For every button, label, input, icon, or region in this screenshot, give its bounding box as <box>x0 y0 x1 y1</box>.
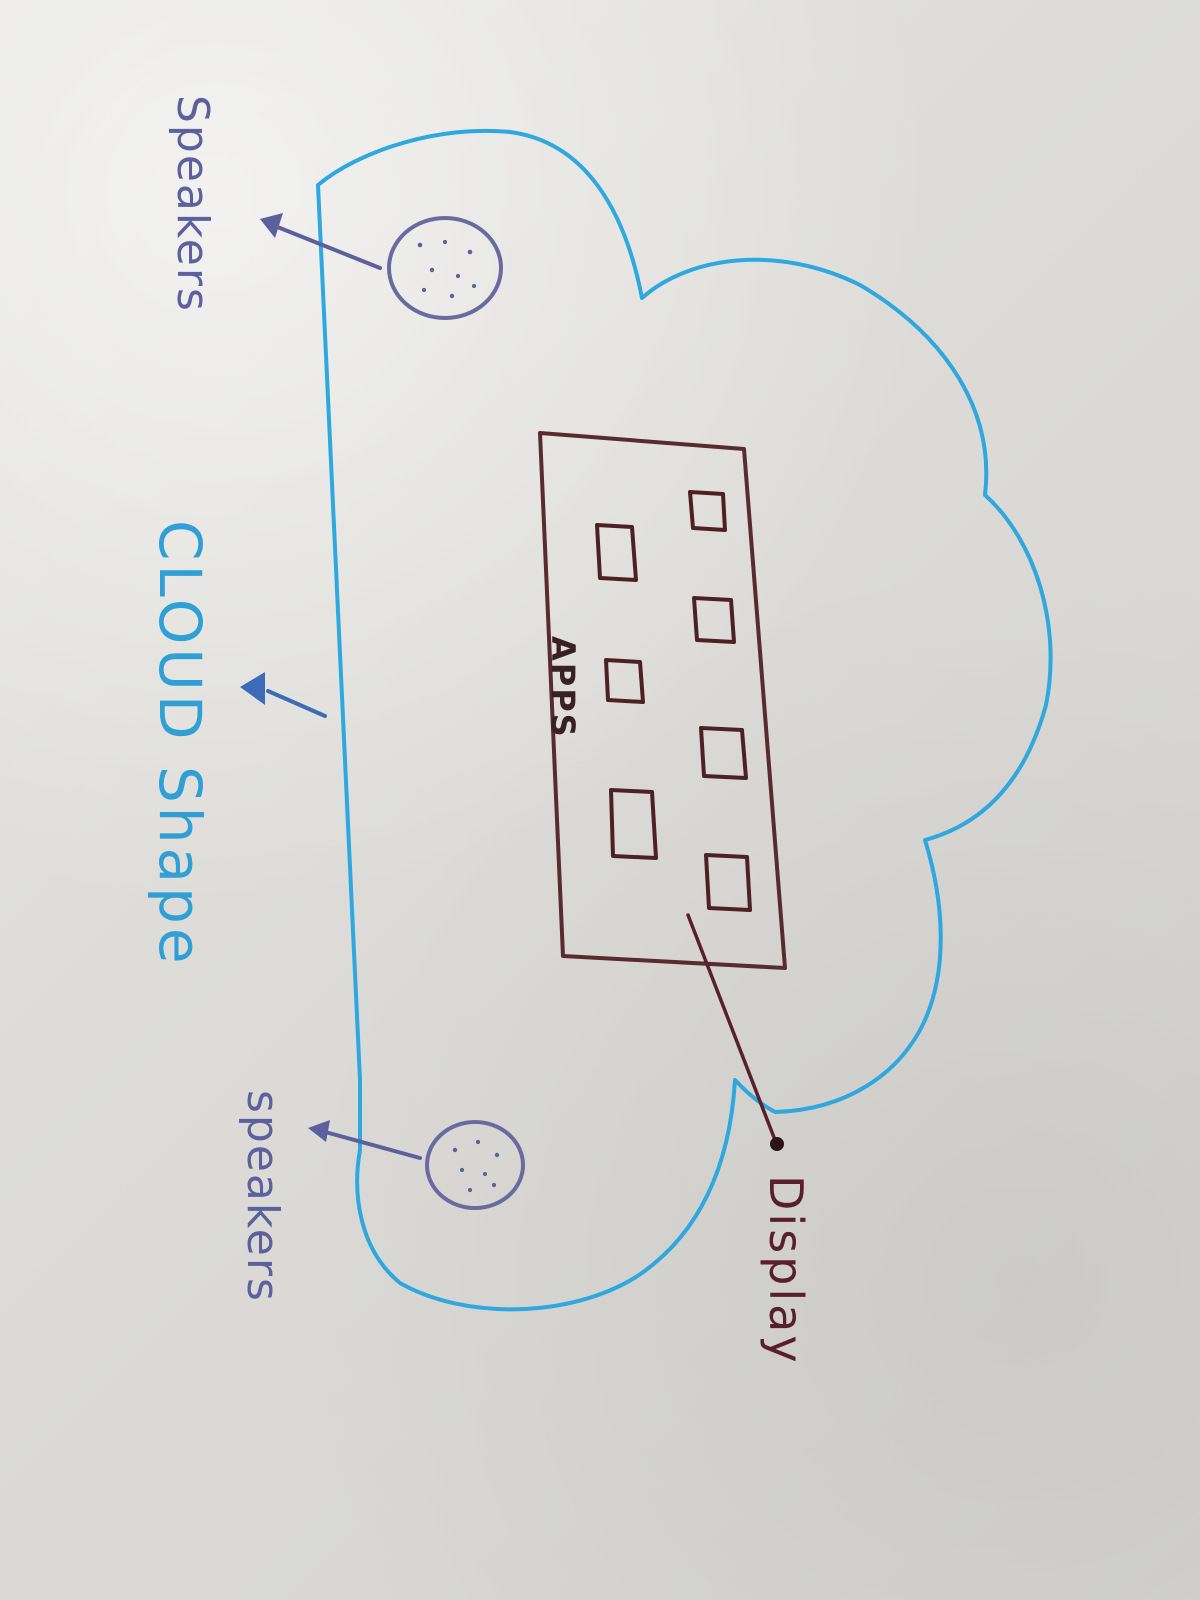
app-icons <box>595 490 752 912</box>
speaker-top-pointer <box>268 222 382 270</box>
app-icon <box>595 523 638 582</box>
app-icon <box>688 490 727 532</box>
speakers-top-label: Speakers <box>167 95 218 313</box>
cloud-pointer-arrowhead <box>240 672 265 705</box>
speaker-bottom-arrowhead <box>308 1120 330 1142</box>
display-screen <box>538 431 787 970</box>
speaker-bottom <box>425 1120 525 1210</box>
apps-label: APPS <box>544 636 582 739</box>
cloud-shape-label: CLOUD Shape <box>146 520 214 968</box>
speakers-bottom-label: speakers <box>237 1090 288 1303</box>
app-icon <box>604 658 645 704</box>
display-pointer-dot <box>770 1137 784 1151</box>
speaker-top-arrowhead <box>260 213 283 238</box>
speaker-bottom-pointer <box>316 1128 422 1160</box>
app-icon <box>704 853 752 912</box>
app-icon <box>609 788 658 860</box>
display-label: Display <box>759 1175 813 1366</box>
speaker-top <box>387 216 503 320</box>
cloud-outline <box>316 128 1053 1312</box>
display-pointer <box>686 913 777 1142</box>
cloud-pointer <box>266 689 327 718</box>
app-icon <box>699 726 748 780</box>
app-icon <box>692 596 736 644</box>
